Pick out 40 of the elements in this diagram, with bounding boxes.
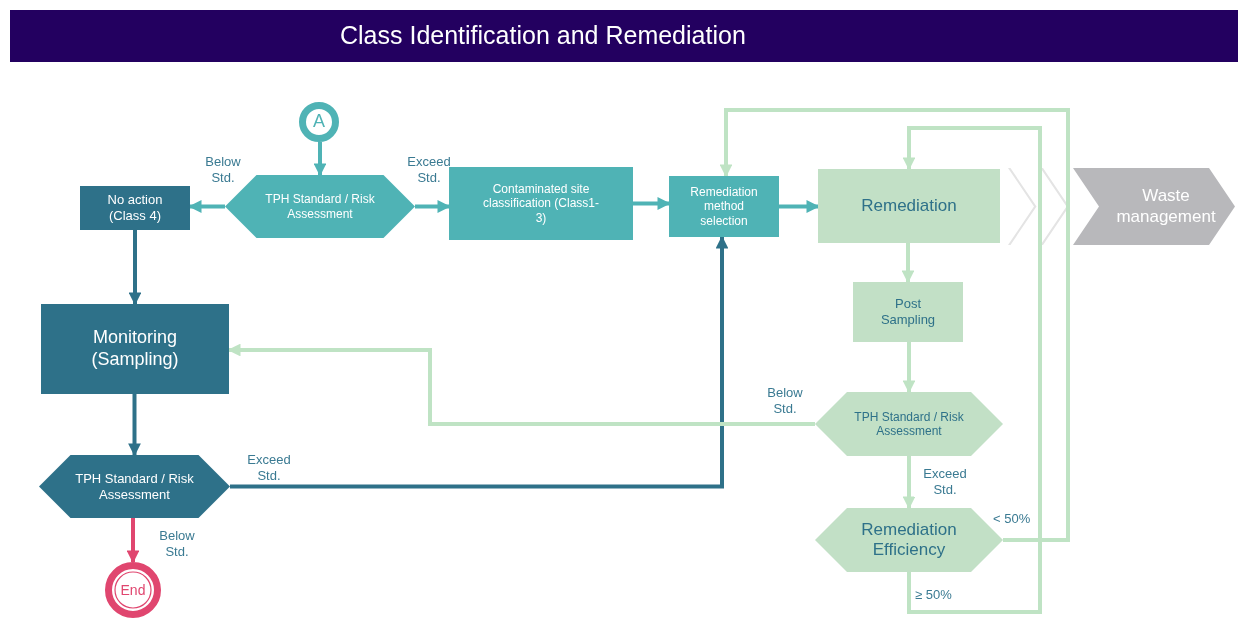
node-label: Remediation Efficiency (860, 519, 958, 561)
process-box (818, 169, 1000, 243)
node-label: Post Sampling (879, 296, 937, 328)
arrow (902, 342, 916, 394)
arrow (126, 518, 140, 564)
decision-hexagon (815, 508, 1003, 572)
decision-hexagon (39, 455, 230, 518)
connector-circle (299, 102, 339, 142)
node-label: TPH Standard / Risk Assessment (265, 192, 375, 221)
chevron-shape (1073, 168, 1235, 245)
arrow (719, 108, 1070, 542)
node-label: A (313, 111, 325, 133)
chevron-arrow (1008, 168, 1069, 245)
arrow (415, 200, 451, 213)
node-label: Waste management (1115, 186, 1217, 227)
node-label: Monitoring (Sampling) (90, 327, 180, 371)
process-box (80, 186, 190, 230)
process-box (669, 176, 779, 237)
node-label: TPH Standard / Risk Assessment (854, 409, 964, 439)
arrow (633, 197, 671, 210)
decision-hexagon (815, 392, 1003, 456)
arrow (230, 235, 729, 489)
title: Class Identification and Remediation (340, 21, 746, 50)
terminator-circle (105, 562, 161, 618)
node-label: No action (Class 4) (106, 192, 164, 224)
node-label: Contaminated site classification (Class1-3) (481, 181, 600, 226)
arrow (779, 200, 820, 213)
arrow (902, 126, 1042, 614)
node-label: Remediation method selection (689, 184, 759, 229)
process-box (853, 282, 963, 342)
arrow (128, 394, 141, 457)
node-label: End (120, 581, 146, 599)
node-label: TPH Standard / Risk Assessment (74, 470, 195, 503)
arrow (902, 456, 916, 510)
arrow (313, 142, 327, 177)
process-box (449, 167, 633, 240)
process-box (41, 304, 229, 394)
arrow (128, 230, 142, 306)
arrow (901, 243, 915, 284)
node-label: Remediation (861, 195, 957, 217)
